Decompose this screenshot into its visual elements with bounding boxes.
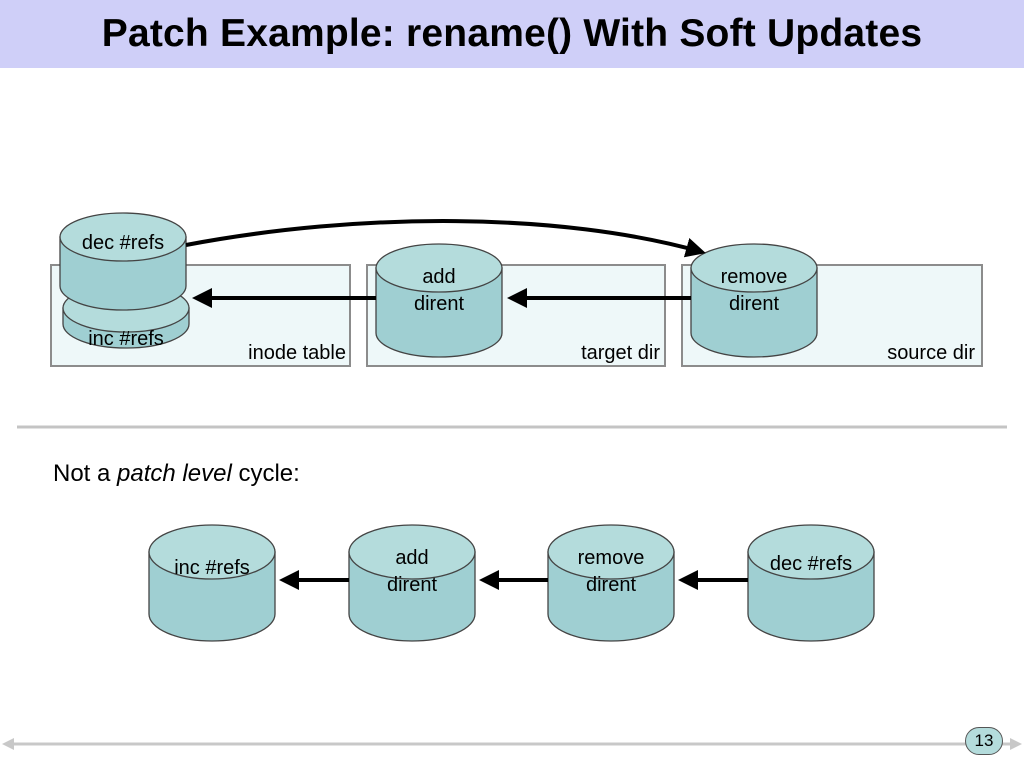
footer-left-arrow-icon [2, 738, 14, 750]
patch-remove-dirent-top-line1: remove [721, 266, 788, 288]
patch-dec-refs-bottom-label: dec #refs [770, 553, 852, 575]
patch-add-dirent-bottom-line1: add [395, 547, 428, 569]
caption-suffix: cycle: [231, 460, 300, 487]
patch-add-dirent-top: add dirent [375, 243, 503, 358]
patch-remove-dirent-bottom-line2: dirent [586, 574, 636, 596]
footer-right-arrow-icon [1010, 738, 1022, 750]
arrow-dec-to-remove [185, 219, 706, 258]
cycle-caption: Not a patch level cycle: [53, 460, 300, 488]
patch-inc-refs-bottom-label: inc #refs [174, 557, 250, 579]
caption-emphasis: patch level [117, 460, 232, 487]
patch-dec-refs-top: dec #refs [59, 212, 187, 311]
patch-dec-refs-top-label: dec #refs [82, 232, 164, 254]
title-bar: Patch Example: rename() With Soft Update… [0, 0, 1024, 68]
patch-inc-refs-top-label: inc #refs [88, 328, 164, 350]
patch-remove-dirent-bottom: remove dirent [547, 524, 675, 642]
patch-remove-dirent-top: remove dirent [690, 243, 818, 358]
inode-table-label: inode table [248, 342, 346, 364]
patch-add-dirent-bottom: add dirent [348, 524, 476, 642]
source-dir-label: source dir [887, 342, 975, 364]
patch-remove-dirent-top-line2: dirent [729, 293, 779, 315]
patch-add-dirent-bottom-line2: dirent [387, 574, 437, 596]
patch-add-dirent-top-line2: dirent [414, 293, 464, 315]
patch-dec-refs-bottom: dec #refs [747, 524, 875, 642]
slide-title: Patch Example: rename() With Soft Update… [101, 12, 923, 55]
target-dir-label: target dir [581, 342, 660, 364]
patch-add-dirent-top-line1: add [422, 266, 455, 288]
patch-remove-dirent-bottom-line1: remove [578, 547, 645, 569]
caption-prefix: Not a [53, 460, 118, 487]
page-number-badge: 13 [965, 727, 1003, 755]
patch-inc-refs-bottom: inc #refs [148, 524, 276, 642]
